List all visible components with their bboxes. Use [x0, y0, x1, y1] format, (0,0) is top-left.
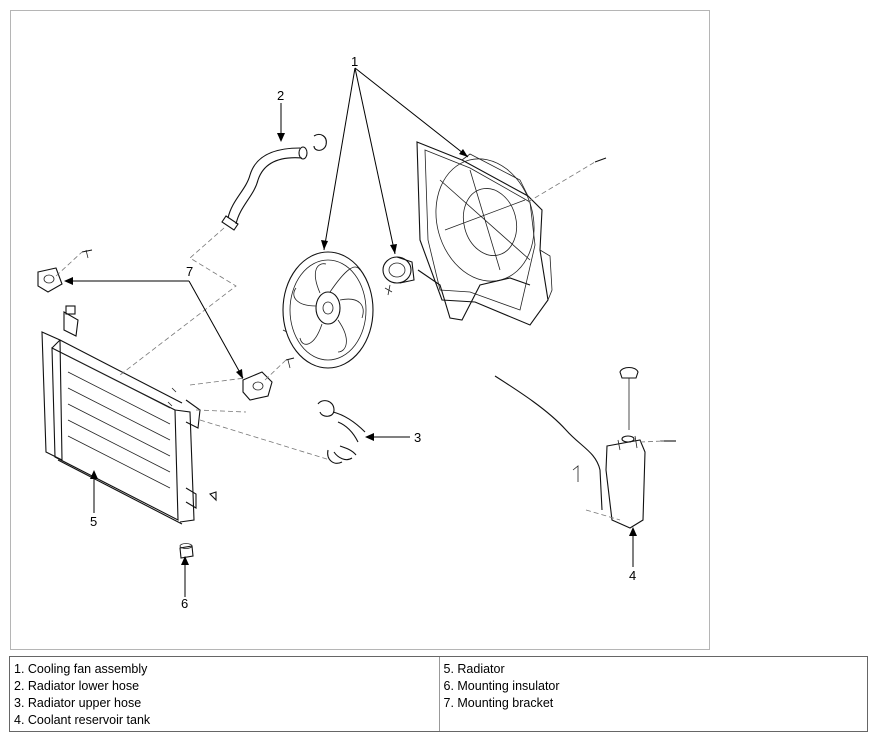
fan-blade: [282, 251, 374, 369]
callout-3: 3: [414, 430, 421, 445]
diagram-frame: [10, 10, 710, 650]
fan-motor: [382, 256, 415, 296]
callout-4: 4: [629, 568, 636, 583]
mounting-bracket-left: [37, 249, 89, 293]
fan-shroud: [416, 141, 553, 326]
mounting-insulator: [179, 543, 194, 559]
callout-2: 2: [277, 88, 284, 103]
radiator-core: [41, 305, 217, 525]
legend-column-left: 1. Cooling fan assembly 2. Radiator lowe…: [10, 657, 439, 731]
legend-item: 6. Mounting insulator: [443, 679, 560, 693]
callout-arrowheads: [64, 133, 637, 565]
radiator-upper-hose: [317, 400, 366, 464]
parts-legend: 1. Cooling fan assembly 2. Radiator lowe…: [9, 656, 868, 732]
mounting-bracket-right: [242, 359, 291, 401]
legend-item: 7. Mounting bracket: [443, 696, 554, 710]
alignment-lines: [55, 161, 665, 521]
callout-1: 1: [351, 54, 358, 69]
legend-item: 4. Coolant reservoir tank: [14, 713, 151, 727]
legend-column-right: 5. Radiator 6. Mounting insulator 7. Mou…: [438, 657, 868, 731]
legend-item: 5. Radiator: [443, 662, 505, 676]
legend-item: 1. Cooling fan assembly: [14, 662, 148, 676]
legend-item: 2. Radiator lower hose: [14, 679, 140, 693]
radiator-lower-hose: [221, 133, 327, 231]
callout-leaders: [65, 67, 634, 597]
callout-5: 5: [90, 514, 97, 529]
callout-6: 6: [181, 596, 188, 611]
legend-item: 3. Radiator upper hose: [14, 696, 142, 710]
bolts: [81, 157, 676, 442]
coolant-reservoir-tank: [494, 366, 668, 529]
callout-7: 7: [186, 264, 193, 279]
